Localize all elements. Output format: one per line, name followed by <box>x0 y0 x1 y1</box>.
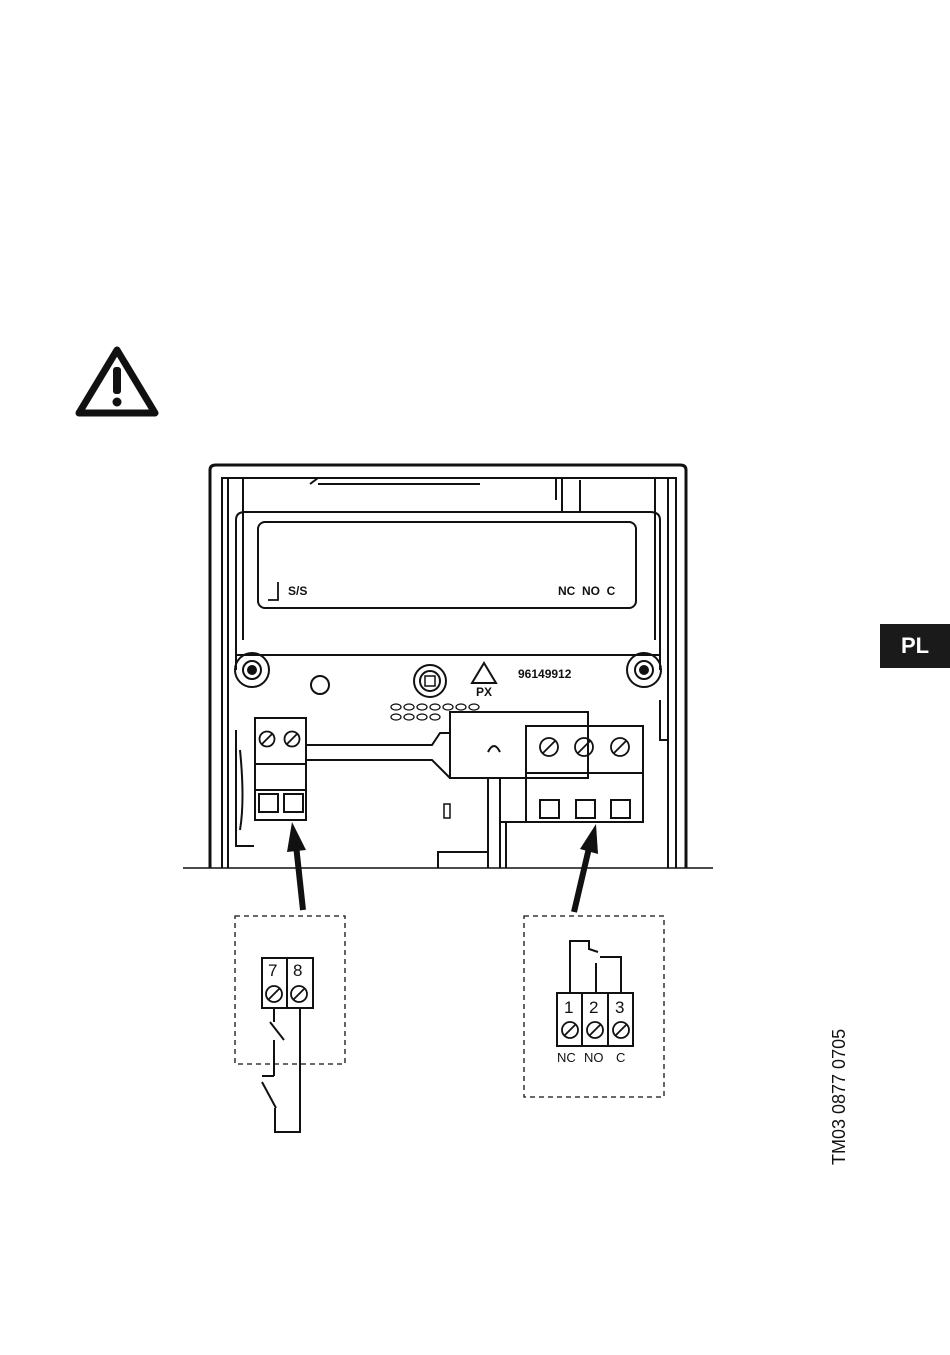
label-c: C <box>616 1050 625 1065</box>
warning-triangle-icon <box>79 350 155 413</box>
arrow-left-icon <box>287 822 306 910</box>
terminal-1: 1 <box>564 998 573 1017</box>
screw-terminal-icon <box>540 738 629 756</box>
screw-terminal-icon <box>260 732 300 747</box>
panel-label-left: S/S <box>288 584 307 598</box>
panel-label-right: NC NO C <box>558 584 616 598</box>
center-screw-icon <box>414 665 446 697</box>
mounting-screw-right-icon <box>627 653 661 687</box>
screw-terminal-icon <box>562 1022 629 1038</box>
mounting-screw-left-icon <box>235 653 269 687</box>
part-number: 96149912 <box>518 667 572 681</box>
label-no: NO <box>584 1050 604 1065</box>
drawing-code: TM03 0877 0705 <box>829 1029 850 1165</box>
relay-detail: 1 2 3 NC NO C <box>524 916 664 1097</box>
panel-labels: S/S NC NO C <box>268 582 616 600</box>
terminal-2: 2 <box>589 998 598 1017</box>
recycling-mark: PX <box>476 685 492 699</box>
recycle-triangle-icon <box>472 663 496 683</box>
terminal-7: 7 <box>268 961 277 980</box>
language-tab: PL <box>880 624 950 668</box>
terminal-8: 8 <box>293 961 302 980</box>
language-tab-label: PL <box>901 633 929 659</box>
start-stop-symbol-icon <box>268 582 278 600</box>
relay-contact-wiring <box>570 941 621 993</box>
terminal-3: 3 <box>615 998 624 1017</box>
label-nc: NC <box>557 1050 576 1065</box>
start-stop-switch-wiring <box>262 1008 300 1132</box>
start-stop-detail: 7 8 <box>235 916 345 1132</box>
control-box-housing <box>183 465 713 868</box>
